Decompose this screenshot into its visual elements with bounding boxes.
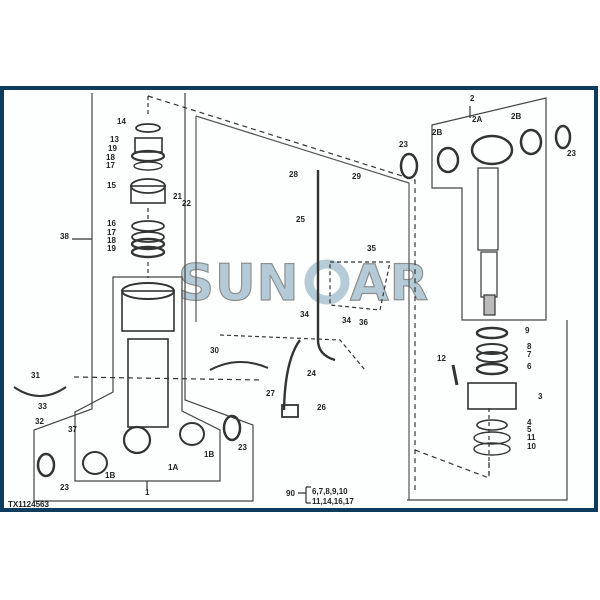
callout-14: 14 xyxy=(117,117,126,126)
callout-34a: 34 xyxy=(300,310,309,319)
callout-15: 15 xyxy=(107,181,116,190)
callout-16: 16 xyxy=(107,219,116,228)
assembly-outline-2 xyxy=(431,97,547,321)
callout-2Bb: 2B xyxy=(511,112,521,121)
callout-1A: 1A xyxy=(168,463,178,472)
callout-24: 24 xyxy=(307,369,316,378)
callout-22: 22 xyxy=(182,199,191,208)
group-note-label: 90 xyxy=(286,489,295,498)
callout-33: 33 xyxy=(38,402,47,411)
watermark-text-right: AR xyxy=(350,254,429,312)
callout-1Bb: 1B xyxy=(204,450,214,459)
watermark-logo-icon xyxy=(304,259,350,305)
callout-7: 7 xyxy=(527,350,532,359)
callout-4: 4 xyxy=(527,418,532,427)
watermark: SUN AR xyxy=(177,253,429,312)
callout-35: 35 xyxy=(367,244,376,253)
callout-2A: 2A xyxy=(472,115,482,124)
callout-18b: 18 xyxy=(107,236,116,245)
callout-12: 12 xyxy=(437,354,446,363)
callout-19b: 19 xyxy=(107,244,116,253)
callout-27: 27 xyxy=(266,389,275,398)
callout-2: 2 xyxy=(470,94,475,103)
callout-30: 30 xyxy=(210,346,219,355)
callout-17a: 17 xyxy=(106,161,115,170)
callout-28: 28 xyxy=(289,170,298,179)
callout-29: 29 xyxy=(352,172,361,181)
callout-2B: 2B xyxy=(432,128,442,137)
callout-1B: 1B xyxy=(105,471,115,480)
callout-9: 9 xyxy=(525,326,530,335)
callout-34b: 34 xyxy=(342,316,351,325)
callout-18a: 18 xyxy=(106,153,115,162)
callout-23b: 23 xyxy=(567,149,576,158)
callout-5: 5 xyxy=(527,425,532,434)
group-note-line2: 11,14,16,17 xyxy=(312,497,354,506)
diagram-frame xyxy=(0,86,598,512)
callout-3: 3 xyxy=(538,392,543,401)
callout-32: 32 xyxy=(35,417,44,426)
callout-38: 38 xyxy=(60,232,69,241)
callout-23d: 23 xyxy=(60,483,69,492)
callout-21: 21 xyxy=(173,192,182,201)
callout-31: 31 xyxy=(31,371,40,380)
callout-1: 1 xyxy=(145,488,150,497)
callout-36: 36 xyxy=(359,318,368,327)
drawing-number: TX1124563 xyxy=(8,500,49,509)
callout-8: 8 xyxy=(527,342,532,351)
callout-19a: 19 xyxy=(108,144,117,153)
group-note-90: 90 6,7,8,9,10 11,14,16,17 xyxy=(286,486,354,506)
callout-10: 10 xyxy=(527,442,536,451)
callout-23c: 23 xyxy=(238,443,247,452)
callout-26: 26 xyxy=(317,403,326,412)
callout-25: 25 xyxy=(296,215,305,224)
callout-13: 13 xyxy=(110,135,119,144)
watermark-text-left: SUN xyxy=(178,254,299,312)
callout-11: 11 xyxy=(527,433,536,442)
group-note-line1: 6,7,8,9,10 xyxy=(312,487,348,496)
assembly-outline-1 xyxy=(74,276,221,482)
callout-23a: 23 xyxy=(399,140,408,149)
assembly-outline-38 xyxy=(33,93,254,502)
callout-17b: 17 xyxy=(107,228,116,237)
callout-6: 6 xyxy=(527,362,532,371)
callout-37: 37 xyxy=(68,425,77,434)
